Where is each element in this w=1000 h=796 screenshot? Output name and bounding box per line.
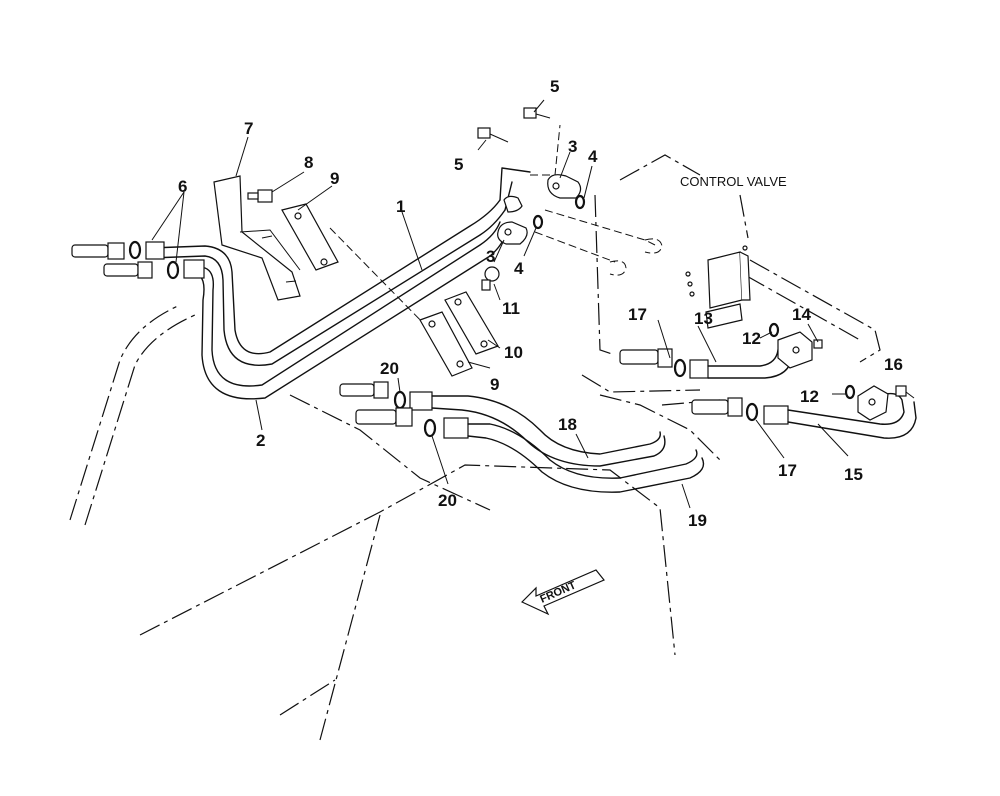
o-ring-4-lower [532, 214, 544, 230]
callout-6: 6 [178, 177, 187, 196]
control-valve-label: CONTROL VALVE [680, 174, 787, 189]
callout-2: 2 [256, 431, 265, 450]
callout-labels: 1 2 3 3 4 4 5 5 6 7 8 9 9 10 11 12 12 13… [178, 77, 903, 530]
callout-9-lower: 9 [490, 375, 499, 394]
valve-ports [609, 238, 663, 276]
clamp-9-upper [281, 203, 339, 271]
hose-18 [339, 381, 666, 467]
pipe-15 [691, 392, 917, 439]
bolt-8 [247, 189, 273, 203]
callout-17-lower: 17 [778, 461, 797, 480]
callout-12-upper: 12 [742, 329, 761, 348]
callout-3-upper: 3 [568, 137, 577, 156]
front-arrow: FRONT [520, 569, 605, 616]
callout-5-upper: 5 [550, 77, 559, 96]
pipe-13 [619, 339, 795, 379]
bolt-16 [895, 385, 915, 399]
callout-8: 8 [304, 153, 313, 172]
control-valve-block [685, 245, 751, 329]
frame-outline [69, 124, 881, 741]
callout-19: 19 [688, 511, 707, 530]
callout-5-left: 5 [454, 155, 463, 174]
flange-15 [857, 385, 889, 421]
callout-20-upper: 20 [380, 359, 399, 378]
bolt-11 [481, 266, 500, 291]
front-label: FRONT [538, 579, 578, 605]
callout-12-lower: 12 [800, 387, 819, 406]
callout-7: 7 [244, 119, 253, 138]
flange-14 [777, 331, 823, 369]
callout-11: 11 [502, 299, 520, 318]
bracket-7 [213, 175, 301, 301]
o-ring-12-upper [768, 322, 780, 338]
callout-17-upper: 17 [628, 305, 647, 324]
clamp-9-lower [419, 311, 473, 377]
callout-4-lower: 4 [514, 259, 524, 278]
hose-2 [199, 221, 507, 400]
callout-14: 14 [792, 305, 811, 324]
callout-10: 10 [504, 343, 523, 362]
o-ring-12-lower [844, 384, 856, 400]
flange-3-upper [547, 174, 582, 199]
callout-4-upper: 4 [588, 147, 598, 166]
bolt-5-left [477, 127, 509, 143]
callout-1: 1 [396, 197, 405, 216]
callout-18: 18 [558, 415, 577, 434]
plate-10 [444, 291, 499, 355]
callout-3-lower: 3 [486, 247, 495, 266]
bolt-5-upper [523, 107, 551, 119]
callout-9-upper: 9 [330, 169, 339, 188]
callout-16: 16 [884, 355, 903, 374]
callout-20-lower: 20 [438, 491, 457, 510]
flange-3-lower [497, 195, 528, 245]
left-fittings [71, 240, 205, 280]
callout-13: 13 [694, 309, 713, 328]
leader-lines [151, 99, 849, 509]
hose-19 [355, 407, 705, 493]
callout-15: 15 [844, 465, 863, 484]
o-ring-4-upper [574, 194, 586, 210]
